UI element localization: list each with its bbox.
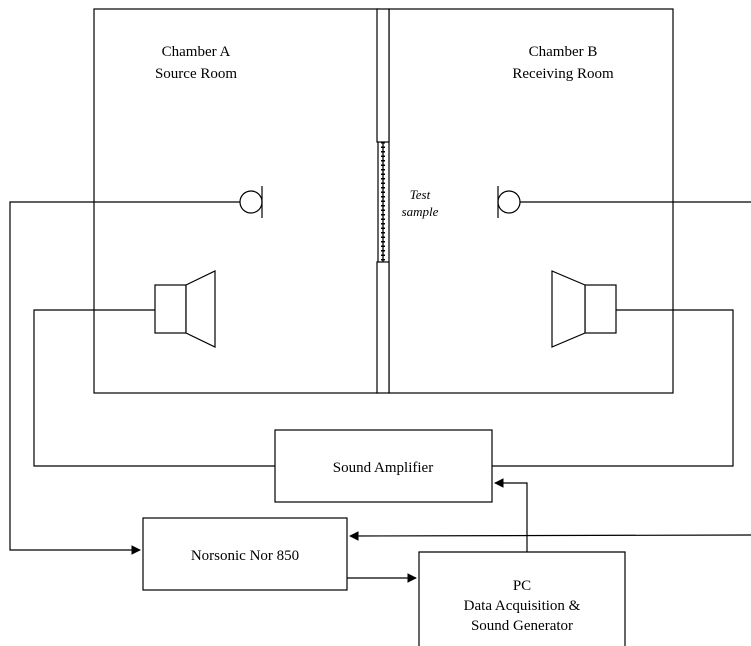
partition-wall-upper bbox=[376, 8, 390, 143]
test-sample-label-line2: sample bbox=[402, 204, 439, 219]
sound-amplifier: Sound Amplifier bbox=[274, 429, 493, 503]
pc: PC Data Acquisition & Sound Generator bbox=[418, 551, 626, 646]
chamber-a: Chamber A Source Room bbox=[93, 8, 379, 394]
test-sample-label-line1: Test bbox=[410, 187, 431, 202]
pc-label-line1: PC bbox=[513, 578, 531, 594]
wire-amplifier-to-speaker-b bbox=[492, 309, 734, 467]
sound-amplifier-label: Sound Amplifier bbox=[333, 460, 433, 476]
loudspeaker-b-icon bbox=[551, 270, 617, 348]
norsonic-analyzer: Norsonic Nor 850 bbox=[142, 517, 348, 591]
norsonic-analyzer-label: Norsonic Nor 850 bbox=[191, 548, 299, 564]
wire-mic-a-to-analyzer bbox=[9, 201, 240, 555]
wire-pc-to-amplifier bbox=[494, 478, 528, 552]
chamber-b-outline bbox=[388, 8, 674, 394]
chamber-b: Chamber B Receiving Room bbox=[388, 8, 674, 394]
pc-label-line3: Sound Generator bbox=[471, 618, 573, 634]
wiring bbox=[9, 201, 751, 583]
chamber-b-title: Chamber B bbox=[529, 44, 598, 60]
partition-wall-lower bbox=[376, 261, 390, 394]
partition-wall: Test sample bbox=[376, 8, 439, 394]
norsonic-analyzer-box bbox=[142, 517, 348, 591]
pc-label-line2: Data Acquisition & bbox=[464, 598, 581, 614]
loudspeaker-a-icon bbox=[154, 270, 216, 348]
wire-mic-b-return bbox=[349, 531, 751, 541]
chamber-a-outline bbox=[93, 8, 379, 394]
chamber-a-title: Chamber A bbox=[162, 44, 231, 60]
chamber-b-subtitle: Receiving Room bbox=[512, 66, 614, 82]
chamber-a-subtitle: Source Room bbox=[155, 66, 237, 82]
pc-box bbox=[418, 551, 626, 646]
wire-amplifier-to-speaker-a bbox=[33, 309, 275, 467]
microphone-b-icon bbox=[497, 186, 521, 218]
